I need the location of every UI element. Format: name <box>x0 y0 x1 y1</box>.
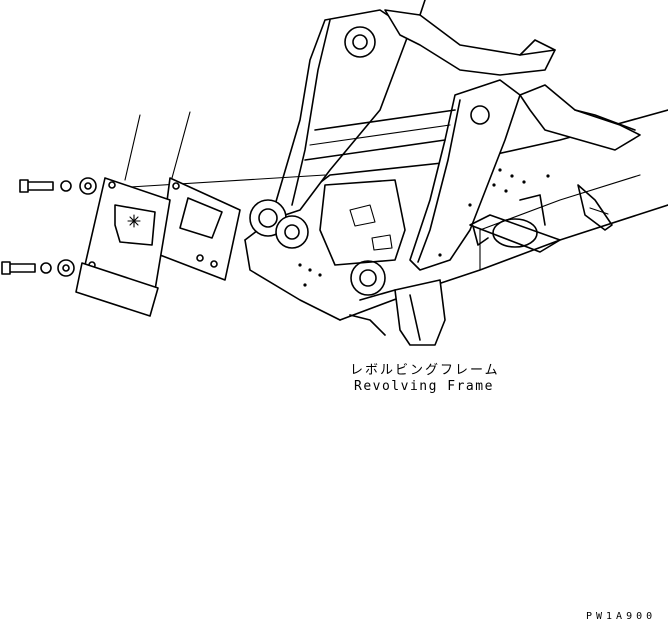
revolving-frame <box>244 0 668 346</box>
part-label-japanese: レボルビングフレーム <box>350 363 500 378</box>
rivet-dots <box>298 168 550 287</box>
bolt-lower <box>1 259 75 277</box>
drawing-code: PW1A900 <box>586 611 657 622</box>
cover-plate-assembly <box>1 111 326 317</box>
bolt-upper <box>19 177 97 195</box>
part-label-english: Revolving Frame <box>354 379 494 394</box>
